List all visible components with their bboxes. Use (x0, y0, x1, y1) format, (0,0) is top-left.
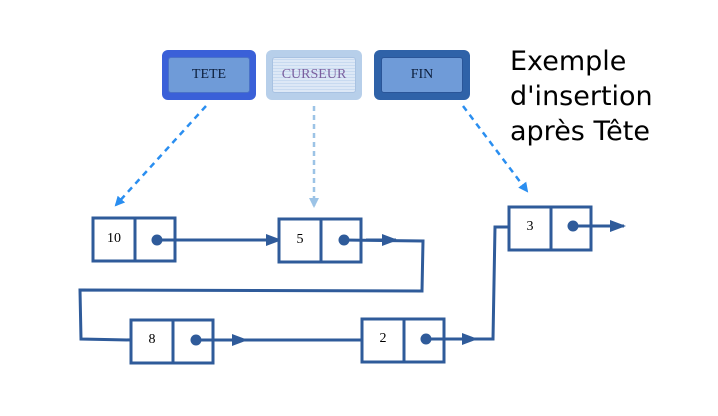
cursor-pointer-text: CURSEUR (272, 57, 356, 93)
head-pointer-label: TETE (162, 50, 256, 100)
node-10-value: 10 (107, 231, 121, 246)
node-3: 3 (507, 205, 593, 252)
caption-line-3: après Tête (510, 116, 650, 147)
tail-pointer-text: FIN (381, 57, 463, 93)
tail-pointer-label: FIN (374, 50, 470, 100)
head-pointer-arrow (114, 105, 207, 207)
node-3-value: 3 (527, 219, 534, 234)
tail-pointer-arrow (462, 105, 529, 193)
link-5-to-8 (78, 238, 425, 342)
cursor-pointer-label: CURSEUR (266, 50, 362, 100)
caption-line-1: Exemple (510, 46, 627, 77)
node-2-value: 2 (380, 331, 387, 346)
node-5-value: 5 (297, 232, 304, 247)
caption-line-2: d'insertion (510, 81, 653, 112)
head-pointer-text: TETE (168, 57, 250, 93)
node-8-value: 8 (149, 332, 156, 347)
diagram-caption: Exemple d'insertion après Tête (510, 44, 710, 149)
